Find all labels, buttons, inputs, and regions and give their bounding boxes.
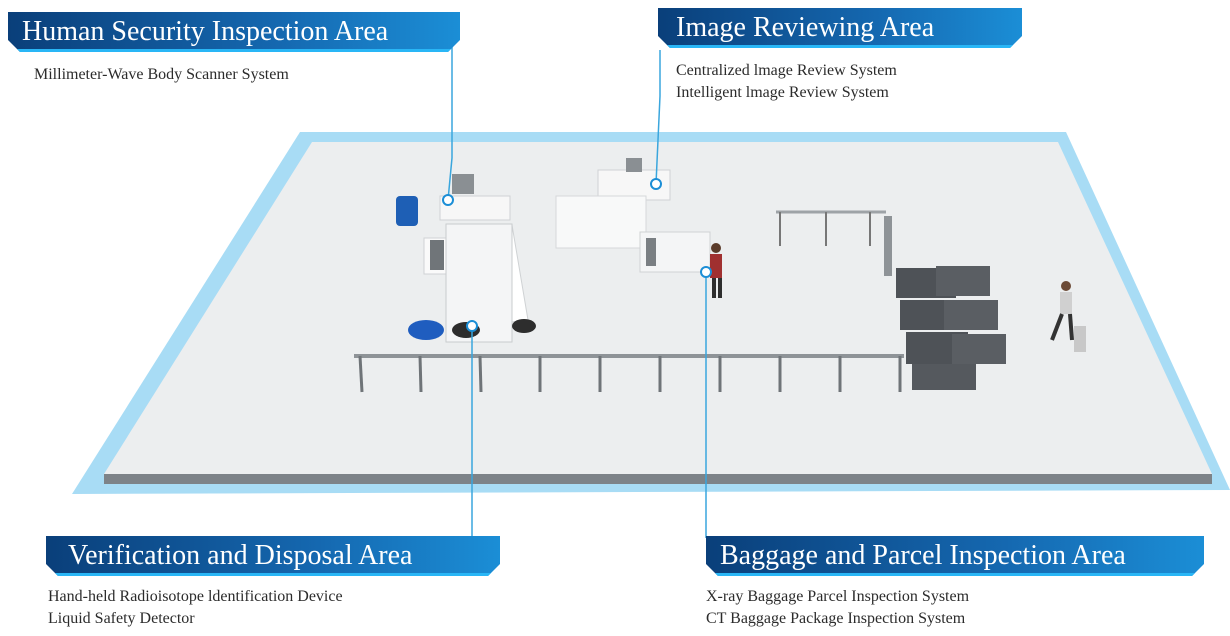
floor-edge [104, 474, 1212, 484]
queue-rail-back [776, 210, 886, 246]
traveler-figure [710, 243, 722, 298]
verification-area-banner: Verification and Disposal Area [46, 536, 500, 576]
leader-dots [442, 178, 712, 332]
list-item: Hand-held Radioisotope ldentification De… [48, 588, 343, 605]
list-item: Liquid Safety Detector [48, 610, 195, 627]
human-security-area-banner: Human Security Inspection Area [8, 12, 460, 52]
leader-lines [447, 24, 707, 538]
list-item: Centralized lmage Review System [676, 62, 897, 79]
list-item: CT Baggage Package Inspection System [706, 610, 966, 627]
walking-traveler-figure [1050, 281, 1086, 352]
marker-dot-human [442, 194, 454, 206]
baggage-area-list: X-ray Baggage Parcel Inspection System C… [706, 586, 969, 630]
list-item: Millimeter-Wave Body Scanner System [34, 66, 289, 83]
blue-tray-stack [396, 196, 444, 340]
list-item: X-ray Baggage Parcel Inspection System [706, 588, 970, 605]
leader-line-human [447, 24, 453, 201]
human-security-area-title: Human Security Inspection Area [22, 16, 389, 47]
baggage-area-banner: Baggage and Parcel Inspection Area [706, 536, 1204, 576]
verification-area-title: Verification and Disposal Area [68, 540, 413, 571]
leader-line-image [655, 50, 661, 185]
image-reviewing-area-title: Image Reviewing Area [676, 12, 935, 43]
ct-machine [555, 195, 711, 273]
list-item: Intelligent lmage Review System [676, 84, 889, 101]
floor [104, 142, 1212, 474]
marker-dot-baggage [700, 266, 712, 278]
banner-accent [8, 49, 460, 52]
banner-accent [658, 45, 1022, 48]
baggage-area-title: Baggage and Parcel Inspection Area [720, 540, 1126, 571]
marker-dot-verification [466, 320, 478, 332]
banner-accent [46, 573, 500, 576]
queue-rail-front [354, 354, 904, 393]
image-reviewing-area-banner: Image Reviewing Area [658, 8, 1022, 48]
e-gates [884, 216, 1006, 390]
human-security-area-list: Millimeter-Wave Body Scanner System [34, 64, 289, 86]
banner-accent [706, 573, 1204, 576]
verification-area-list: Hand-held Radioisotope ldentification De… [48, 586, 343, 630]
marker-dot-image [650, 178, 662, 190]
image-reviewing-area-list: Centralized lmage Review System Intellig… [676, 60, 897, 104]
